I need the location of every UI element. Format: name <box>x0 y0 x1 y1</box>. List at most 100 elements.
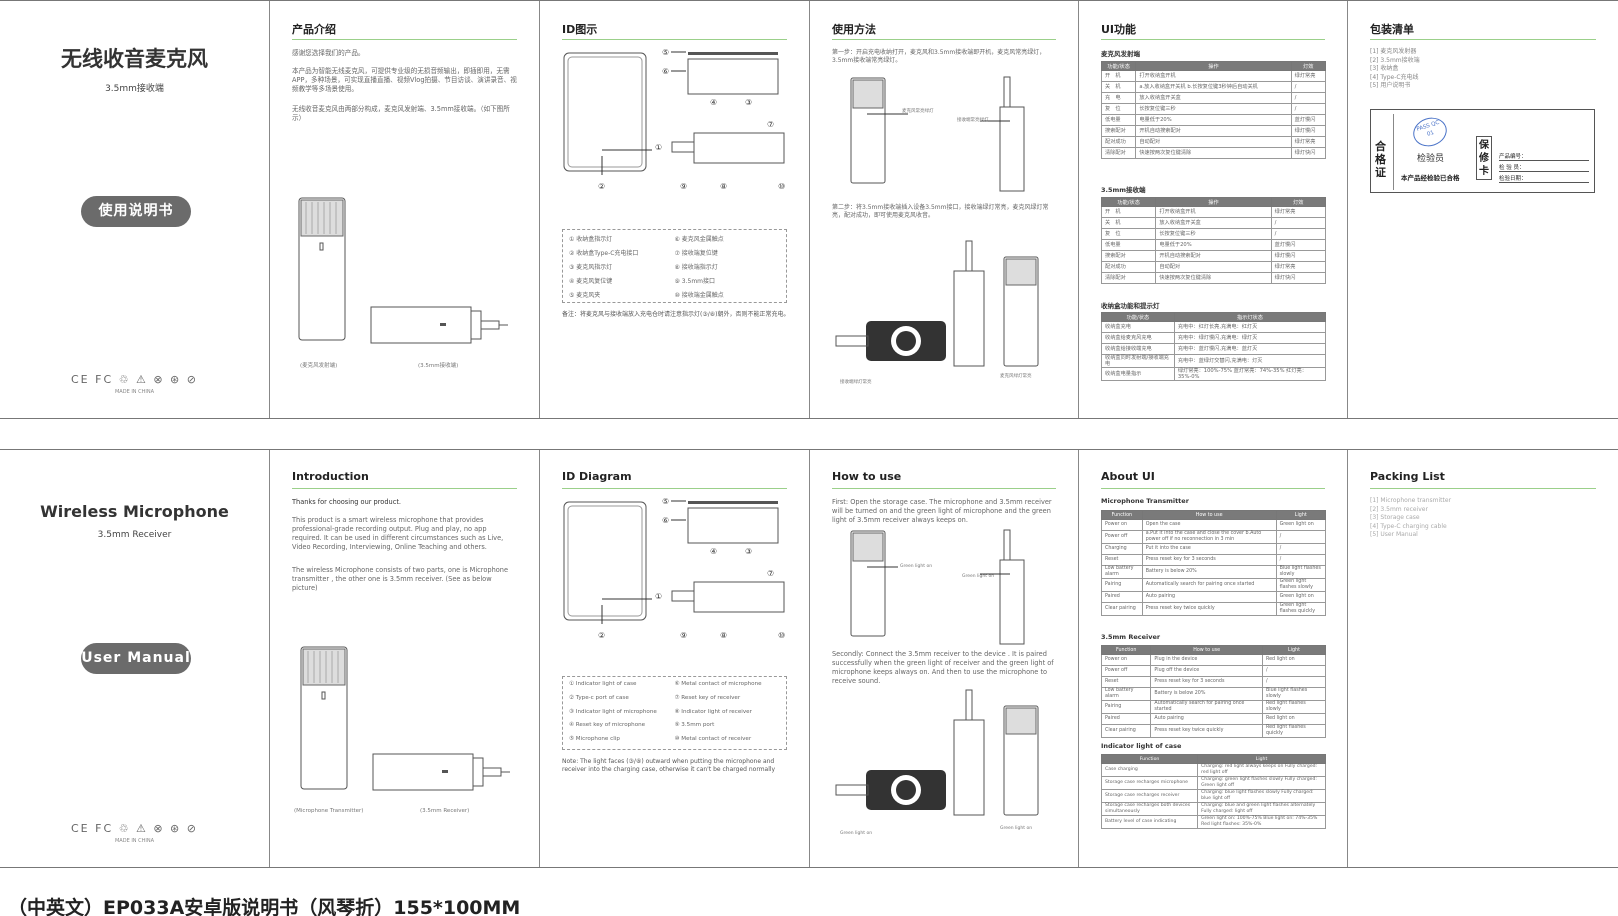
legend-item: ⑤ Microphone clip <box>569 736 620 743</box>
chinese-sheet: 无线收音麦克风 3.5mm接收端 使用说明书 CE FC ♲ ⚠ ⊗ ⊛ ⊘ M… <box>0 0 1618 419</box>
receiver-illustration <box>370 306 508 344</box>
table-cell: 开 机 <box>1100 70 1137 82</box>
certification-marks: CE FC ♲ ⚠ ⊗ ⊛ ⊘ <box>71 822 198 835</box>
legend-item: ③ 麦克风指示灯 <box>569 264 613 271</box>
table-cell: 收纳盒同时发射端/接收端充电 <box>1101 354 1175 368</box>
svg-text:④: ④ <box>710 547 717 556</box>
title-rule <box>562 39 787 40</box>
panel-title: ID Diagram <box>562 470 632 483</box>
table-cell: 绿灯快闪 <box>1270 272 1327 284</box>
table-header: 功能/状态 <box>1100 197 1157 207</box>
cover-title: Wireless Microphone <box>40 502 229 521</box>
table-cell: Plug off the device <box>1150 665 1263 677</box>
table-cell: Power off <box>1100 665 1152 677</box>
table-cell: Charging: green light flashes slowly Ful… <box>1197 776 1326 790</box>
section-heading: Microphone Transmitter <box>1101 497 1189 505</box>
table-cell: Clear pairing <box>1101 602 1143 616</box>
table-row: 开 机打开收纳盒开机绿灯常亮 <box>1100 206 1327 218</box>
table-row: 收纳盒充电充电中：红灯长亮,充满电：红灯灭 <box>1101 321 1327 333</box>
legend-item: ⑨ 3.5mm接口 <box>674 278 716 285</box>
legend-item: ⑦ 接收端复位键 <box>674 250 718 257</box>
list-item: [2] 3.5mm receiver <box>1370 505 1428 513</box>
table-cell: / <box>1275 543 1327 555</box>
table-row: 配对成功自动配对绿灯常亮 <box>1100 261 1327 273</box>
panel-title: About UI <box>1101 470 1155 483</box>
qc-stamp: PASS QC 01 <box>1409 113 1451 151</box>
list-item: [4] Type-C charging cable <box>1370 522 1447 530</box>
table-header: How to use <box>1141 510 1277 520</box>
table-cell: / <box>1270 228 1327 240</box>
table-cell: Red light on <box>1261 713 1327 725</box>
table-cell: Green light on <box>1275 519 1327 531</box>
table-row: 充 电放入收纳盒开关盒/ <box>1100 92 1327 104</box>
table-cell: 自动配对 <box>1155 261 1272 273</box>
made-in-label: MADE IN CHINA <box>114 838 155 844</box>
receiver-function-table: 功能/状态 操作 灯效 开 机打开收纳盒开机绿灯常亮 关 机放入收纳盒开关盒/ … <box>1100 197 1327 284</box>
legend-item: ④ 麦克风复位键 <box>569 278 613 285</box>
list-item: [5] 用户说明书 <box>1370 82 1411 89</box>
id-note: 备注：将麦克风与接收端放入充电仓时请注意指示灯(③/⑧)朝外，否则不能正常充电。 <box>562 311 790 318</box>
case-indicator-table: 功能/状态 指示灯状态 收纳盒充电充电中：红灯长亮,充满电：红灯灭 收纳盒给麦克… <box>1101 312 1327 381</box>
table-cell: Power off <box>1101 530 1143 544</box>
intro-panel: Introduction Thanks for choosing our pro… <box>270 450 540 867</box>
table-cell: 电量低于20% <box>1155 239 1272 251</box>
title-rule <box>1370 39 1596 40</box>
list-item: [2] 3.5mm接收端 <box>1370 56 1420 64</box>
table-cell: 搜索配对 <box>1100 250 1157 262</box>
svg-text:③: ③ <box>745 547 752 556</box>
table-cell: 清除配对 <box>1100 147 1137 159</box>
caption-transmitter: (Microphone Transmitter) <box>294 808 364 814</box>
pack-panel: 包装清单 [1] 麦克风发射器 [2] 3.5mm接收端 [3] 收纳盒 [4]… <box>1348 1 1618 418</box>
intro-paragraph-2: The wireless Microphone consists of two … <box>292 566 509 592</box>
table-cell: Pairing <box>1100 700 1152 714</box>
table-cell: Open the case <box>1141 519 1277 531</box>
svg-text:⑨: ⑨ <box>680 631 687 640</box>
table-cell: / <box>1261 665 1327 677</box>
table-cell: 开 机 <box>1100 206 1157 218</box>
made-in-label: MADE IN CHINA <box>114 389 155 395</box>
legend-item: ④ Reset key of microphone <box>569 722 646 729</box>
howto-step-2: 第二步：将3.5mm接收端插入设备3.5mm接口，接收端绿灯常亮，麦克风绿灯常亮… <box>832 204 1049 219</box>
table-cell: Storage case recharges receiver <box>1100 789 1199 803</box>
table-cell: Press reset key twice quickly <box>1141 602 1277 616</box>
table-cell: Low battery alarm <box>1101 565 1143 579</box>
label-mic-green: 麦克风常亮绿灯 <box>902 109 934 114</box>
svg-text:②: ② <box>598 182 605 191</box>
legend-item: ② 收纳盒Type-C充电接口 <box>569 250 639 257</box>
howto-panel: 使用方法 第一步：开启充电收纳打开，麦克风和3.5mm接收端即开机，麦克风常亮绿… <box>810 1 1079 418</box>
table-cell: a.Put it into the case and close the cov… <box>1141 530 1277 544</box>
table-cell: 绿灯常亮 <box>1270 261 1327 273</box>
table-header: Function <box>1100 754 1199 764</box>
legend-item: ⑥ Metal contact of microphone <box>674 681 762 687</box>
legend-item: ⑦ Reset key of receiver <box>674 694 741 701</box>
table-cell: / <box>1290 81 1327 93</box>
table-row: 搜索配对开机自动搜索配对绿灯慢闪 <box>1100 125 1327 137</box>
table-cell: Plug in the device <box>1150 654 1263 666</box>
microphone-transmitter-illustration <box>298 197 346 341</box>
svg-text:⑩: ⑩ <box>778 631 785 640</box>
list-item: [3] Storage case <box>1370 514 1420 521</box>
table-cell: Blue light flashes slowly <box>1275 565 1327 579</box>
table-cell: Battery level of case indicating <box>1100 815 1199 829</box>
table-cell: 快速按两次复位键清除 <box>1155 272 1272 284</box>
svg-text:②: ② <box>598 631 605 640</box>
table-cell: / <box>1290 103 1327 115</box>
microphone-transmitter-illustration <box>300 646 348 790</box>
table-cell: Paired <box>1101 591 1143 603</box>
table-header: Function <box>1101 510 1143 520</box>
table-cell: Charging: blue light flashes slowly Full… <box>1197 789 1326 803</box>
table-cell: Put it into the case <box>1141 543 1277 555</box>
svg-text:④: ④ <box>710 98 717 107</box>
